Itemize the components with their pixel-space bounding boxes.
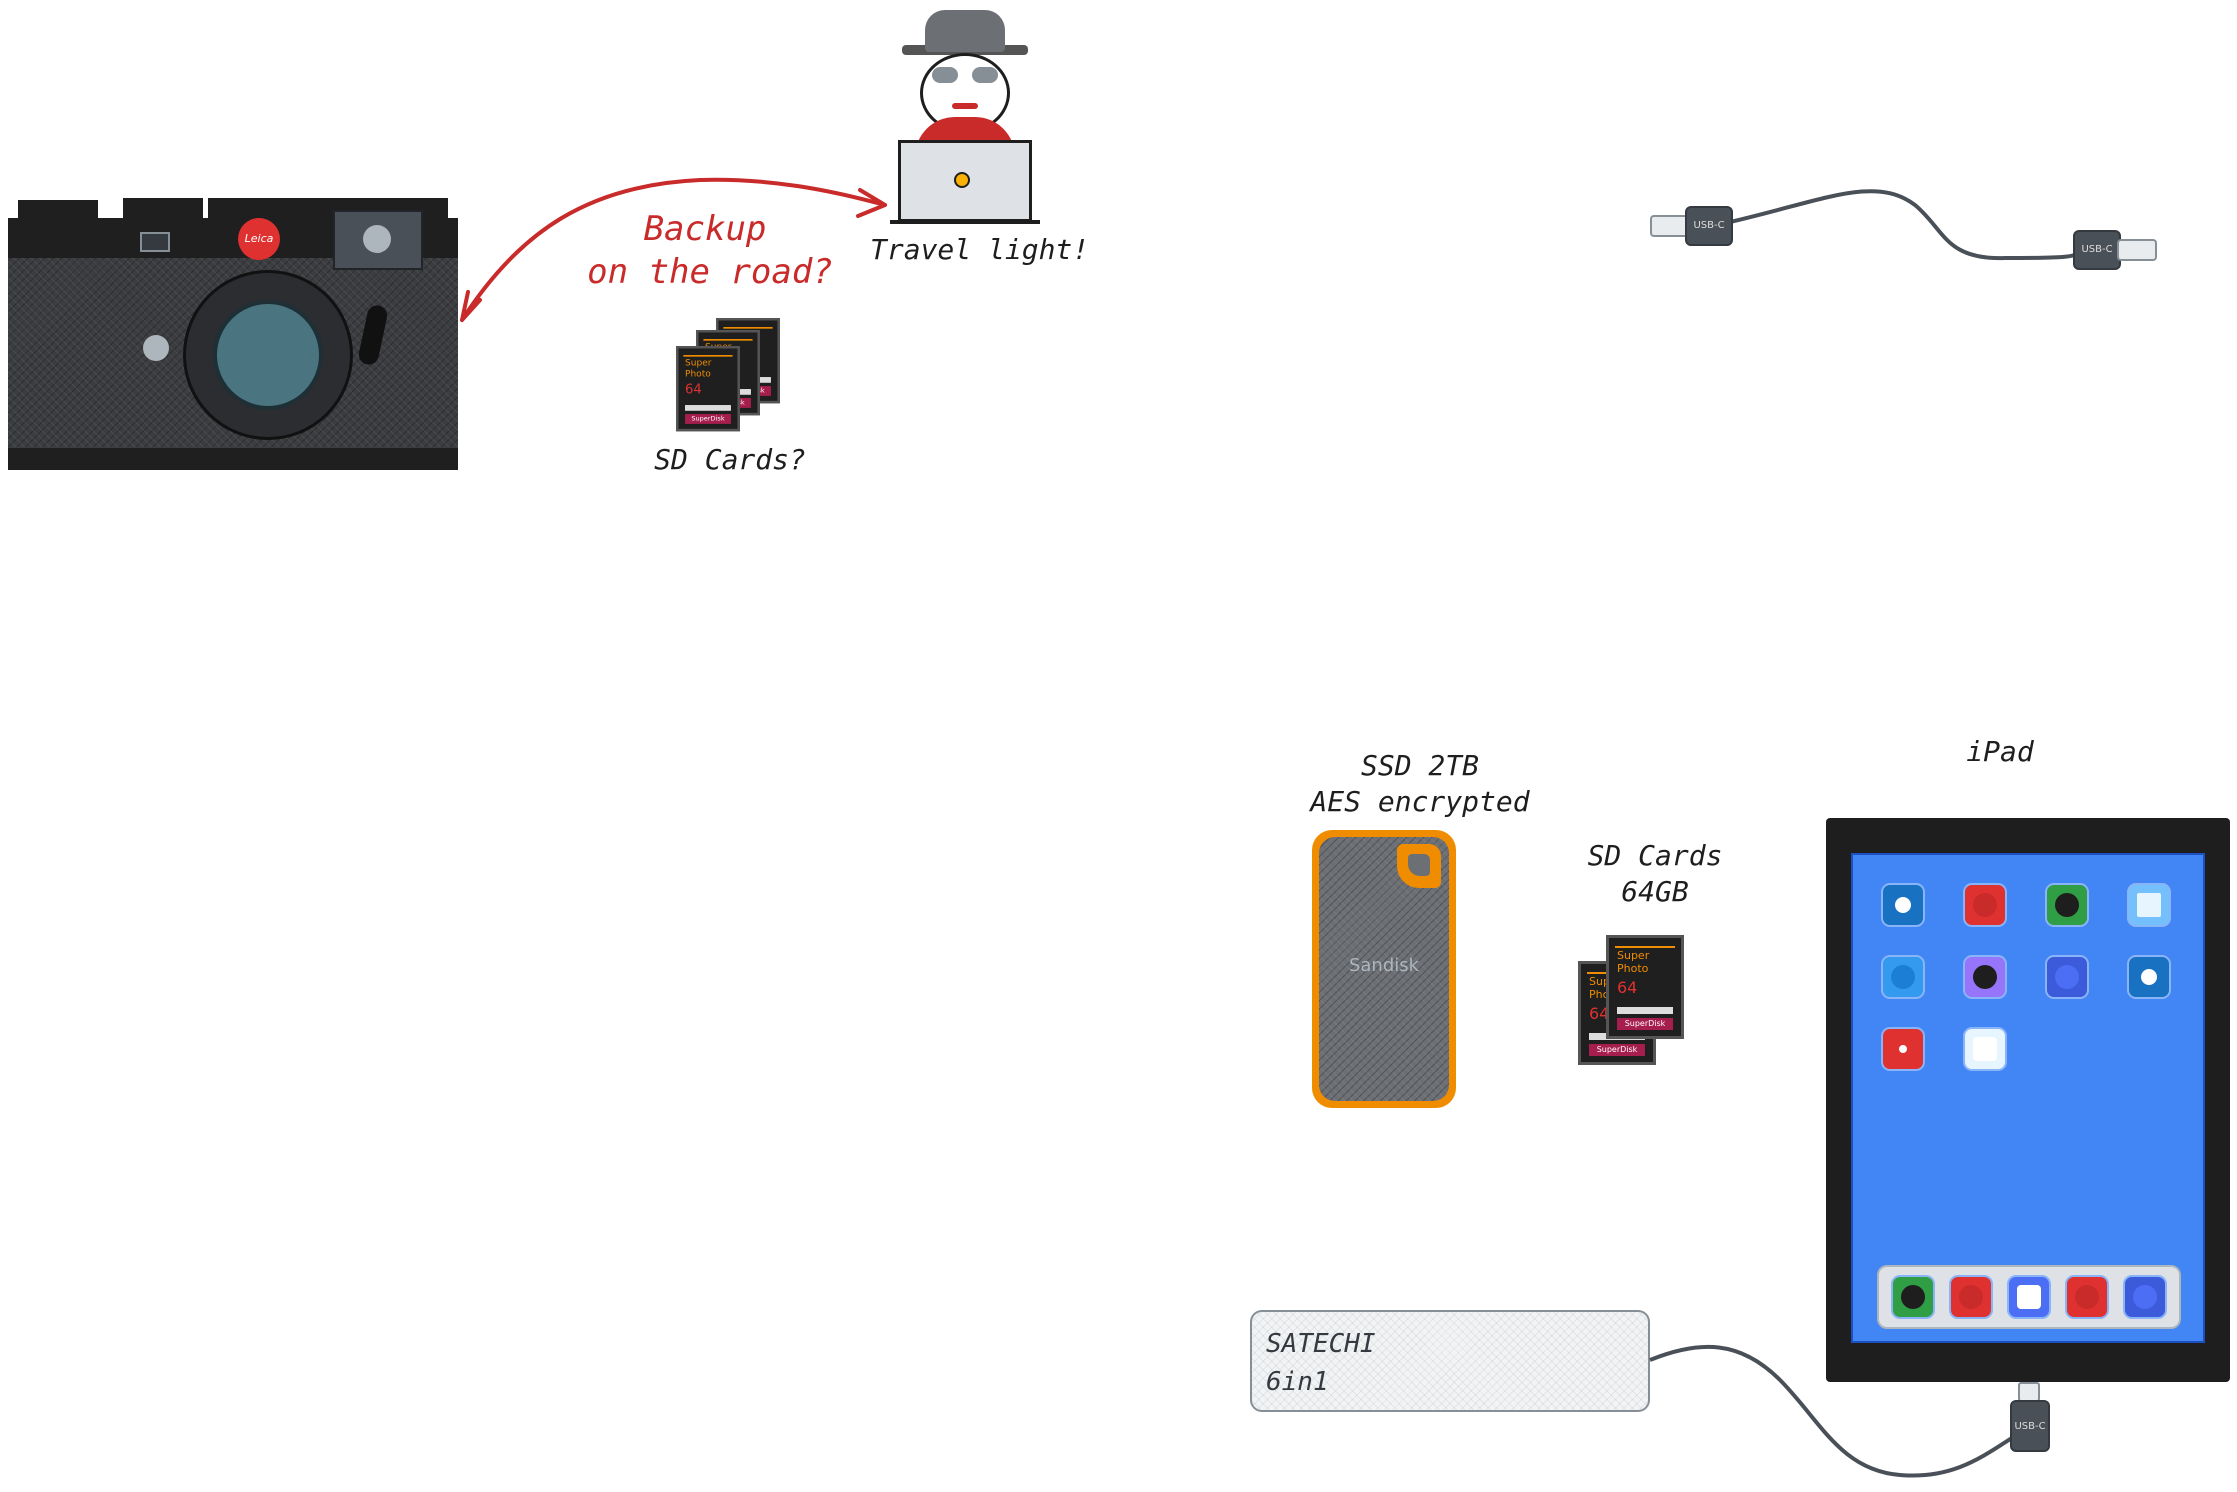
app-lock2-icon [2127,955,2171,999]
ssd-label-line2: AES encrypted [1310,785,1530,818]
dock-circle-icon [2123,1275,2167,1319]
dock-bug-icon [2065,1275,2109,1319]
hub-cable-plug [2018,1382,2040,1402]
backup-arrow-head-right [856,188,887,218]
ssd-brand-label: Sandisk [1348,955,1420,976]
app-circle-icon [2045,955,2089,999]
hub-cable-connector: USB-C [2010,1400,2050,1452]
sd-cards-question-label: SD Cards? [654,443,806,476]
sd-cards-label-line1: SD Cards [1587,839,1723,872]
hub-cable [1649,1344,2026,1478]
ssd-icon: Sandisk [1312,830,1456,1108]
app-hacker-icon [2045,883,2089,927]
app-bug-icon [1963,883,2007,927]
camera-icon: Leica [8,190,458,470]
sd-cards-label-line2: 64GB [1621,875,1689,908]
app-a-icon [2127,883,2171,927]
backup-label: Backup [643,209,767,249]
ipad-dock [1877,1265,2181,1329]
ipad-screen [1851,853,2205,1343]
hacker-icon [890,5,1040,225]
hub-label-line1: SATECHI [1266,1329,1376,1359]
ipad-label: iPad [1966,735,2034,768]
hub-label-line2: 6in1 [1266,1367,1329,1397]
app-hacker2-icon [1963,955,2007,999]
dock-blank-icon [2007,1275,2051,1319]
app-lock-icon [1881,883,1925,927]
on-the-road-label: on the road? [587,252,833,292]
backup-arrow-head-left [460,290,482,322]
backup-arrow [460,177,887,322]
travel-light-label: Travel light! [870,233,1090,266]
dock-alert-icon [1949,1275,1993,1319]
app-blank-icon [1963,1027,2007,1071]
app-info-icon [1881,955,1925,999]
backup-arrow-path [460,177,887,322]
ipad-icon [1826,818,2230,1382]
usb-c-cable-icon: USB-C USB-C [1645,180,2160,280]
ssd-label-line1: SSD 2TB [1360,749,1479,782]
app-alert-icon [1881,1027,1925,1071]
dock-hacker-icon [1891,1275,1935,1319]
camera-brand-logo: Leica [238,218,280,260]
usb-hub-icon: SATECHI 6in1 [1250,1310,1650,1412]
